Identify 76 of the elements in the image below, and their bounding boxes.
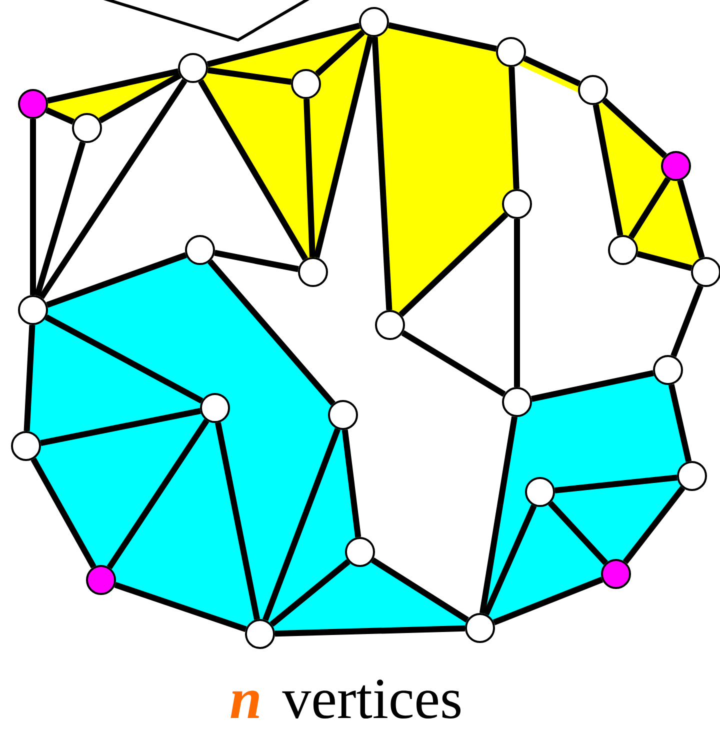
vertex <box>298 257 328 287</box>
edge <box>602 98 667 158</box>
edge <box>262 428 340 622</box>
vertex <box>345 537 375 567</box>
edge <box>38 78 188 300</box>
vertex <box>578 75 608 105</box>
vertex <box>465 613 495 643</box>
edge <box>492 576 604 626</box>
vertex <box>185 235 215 265</box>
vertex <box>178 53 208 83</box>
edge <box>531 370 654 402</box>
vertex <box>200 393 230 423</box>
vertex <box>72 113 102 143</box>
edge <box>514 219 520 387</box>
vertex <box>328 400 358 430</box>
vertex <box>375 310 405 340</box>
edge <box>670 284 704 358</box>
edge <box>523 56 581 86</box>
vertex <box>502 387 532 417</box>
vertex <box>601 559 631 589</box>
edge <box>46 252 187 308</box>
edge <box>208 259 336 406</box>
edge <box>508 66 520 190</box>
vertex <box>502 189 532 219</box>
edge <box>198 79 308 261</box>
edge <box>372 36 392 310</box>
edge <box>304 98 316 258</box>
edge <box>315 30 365 76</box>
vertex <box>608 235 638 265</box>
edge <box>34 142 86 296</box>
edge <box>207 67 292 85</box>
edge <box>30 119 36 295</box>
vertex <box>86 565 116 595</box>
edge <box>214 250 299 272</box>
edge <box>622 486 686 564</box>
vertex <box>11 431 41 461</box>
edge <box>45 107 74 125</box>
edge <box>274 625 466 637</box>
edge <box>479 416 518 614</box>
variable-label: n <box>230 690 259 718</box>
edge <box>636 250 692 272</box>
edge <box>668 384 692 462</box>
edge <box>677 180 705 258</box>
edge <box>314 36 374 258</box>
edge <box>114 582 247 632</box>
vertex <box>496 37 526 67</box>
edge <box>554 474 678 494</box>
vertex <box>18 295 48 325</box>
edge <box>401 330 506 397</box>
edge <box>40 408 201 446</box>
edge <box>398 212 508 317</box>
edge <box>206 22 360 68</box>
edge <box>214 422 260 620</box>
edge <box>371 557 469 622</box>
edge <box>483 504 537 616</box>
vertex <box>653 355 683 385</box>
edge <box>548 500 608 566</box>
edge <box>592 104 624 236</box>
edge <box>342 430 362 538</box>
edge <box>628 177 671 239</box>
edge <box>30 458 96 568</box>
edge <box>106 418 210 570</box>
edge <box>24 324 36 432</box>
vertex <box>245 619 275 649</box>
vertex <box>677 461 707 491</box>
edge <box>98 72 182 124</box>
edge <box>44 314 204 404</box>
vertex <box>359 7 389 37</box>
vertex <box>691 257 720 287</box>
vertex <box>18 89 48 119</box>
edge <box>46 68 180 104</box>
vertex <box>661 151 691 181</box>
caption-text: vertices <box>282 680 460 719</box>
vertex <box>525 477 555 507</box>
edge <box>388 22 497 52</box>
edge <box>270 559 350 627</box>
